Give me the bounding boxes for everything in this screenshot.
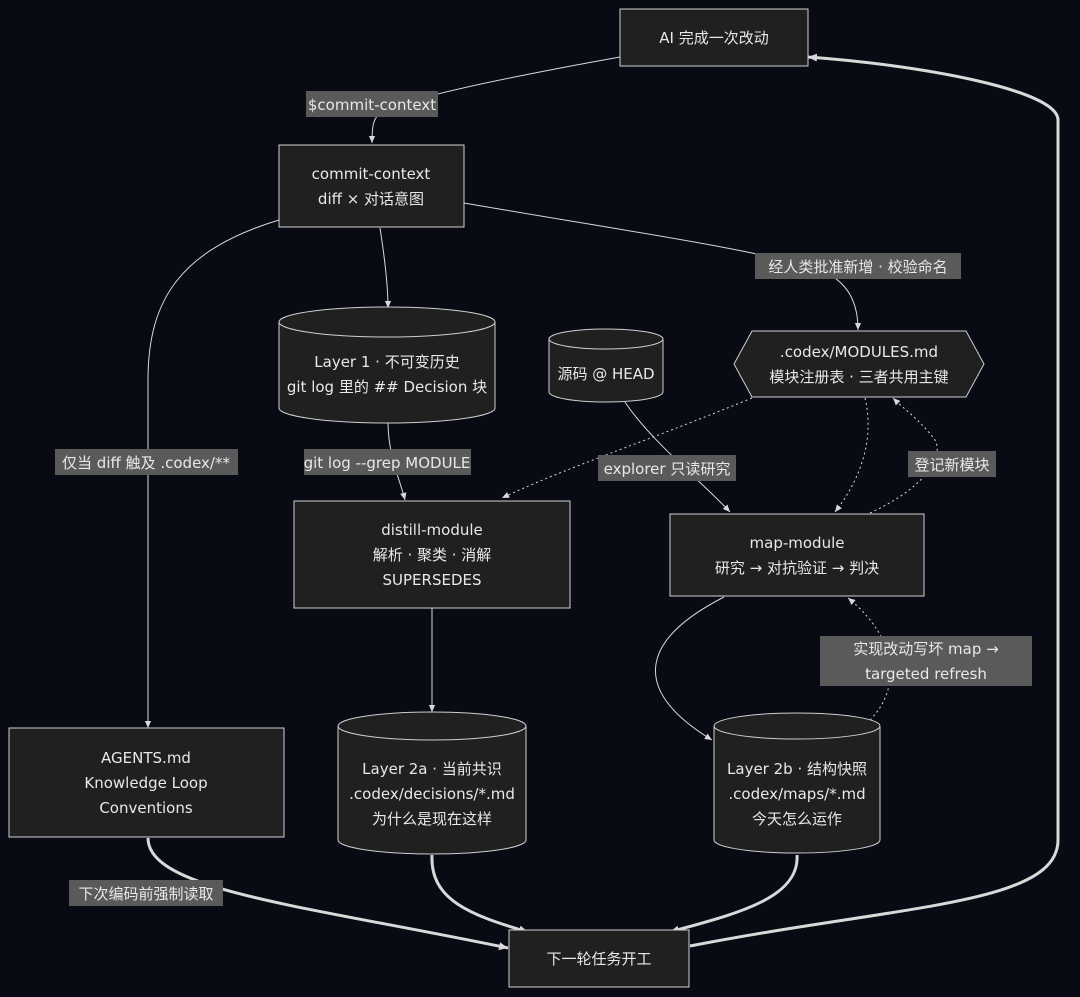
svg-text:下次编码前强制读取: 下次编码前强制读取 — [78, 885, 213, 903]
svg-text:git log --grep MODULE: git log --grep MODULE — [304, 454, 471, 472]
svg-text:模块注册表 · 三者共用主键: 模块注册表 · 三者共用主键 — [769, 368, 948, 386]
svg-text:AGENTS.md: AGENTS.md — [101, 749, 191, 767]
edge-labels: $commit-context 经人类批准新增 · 校验命名 仅当 diff 触… — [55, 91, 1032, 906]
label-force-read: 下次编码前强制读取 — [69, 880, 223, 906]
svg-text:diff × 对话意图: diff × 对话意图 — [318, 190, 424, 208]
svg-text:distill-module: distill-module — [381, 521, 483, 539]
svg-text:Layer 1 · 不可变历史: Layer 1 · 不可变历史 — [314, 353, 459, 371]
svg-text:git log 里的 ## Decision 块: git log 里的 ## Decision 块 — [287, 378, 487, 396]
svg-text:AI 完成一次改动: AI 完成一次改动 — [659, 29, 768, 47]
svg-text:下一轮任务开工: 下一轮任务开工 — [546, 950, 651, 968]
node-layer2b[interactable]: Layer 2b · 结构快照 .codex/maps/*.md 今天怎么运作 — [713, 712, 881, 854]
svg-text:Knowledge Loop: Knowledge Loop — [84, 774, 207, 792]
node-layer1[interactable]: Layer 1 · 不可变历史 git log 里的 ## Decision 块 — [278, 306, 496, 424]
svg-text:map-module: map-module — [750, 534, 845, 552]
svg-text:今天怎么运作: 今天怎么运作 — [752, 810, 842, 828]
svg-text:.codex/decisions/*.md: .codex/decisions/*.md — [349, 785, 515, 803]
svg-text:为什么是现在这样: 为什么是现在这样 — [372, 810, 492, 828]
node-next-round[interactable]: 下一轮任务开工 — [508, 929, 690, 988]
label-only-codex: 仅当 diff 触及 .codex/** — [55, 449, 238, 475]
svg-text:Layer 2b · 结构快照: Layer 2b · 结构快照 — [727, 760, 867, 778]
svg-text:SUPERSEDES: SUPERSEDES — [383, 571, 482, 589]
label-explorer-read: explorer 只读研究 — [598, 455, 736, 481]
node-distill-module[interactable]: distill-module 解析 · 聚类 · 消解 SUPERSEDES — [293, 500, 571, 609]
svg-text:研究 → 对抗验证 → 判决: 研究 → 对抗验证 → 判决 — [715, 559, 879, 577]
svg-text:.codex/MODULES.md: .codex/MODULES.md — [780, 343, 938, 361]
svg-text:经人类批准新增 · 校验命名: 经人类批准新增 · 校验命名 — [768, 258, 947, 276]
svg-text:解析 · 聚类 · 消解: 解析 · 聚类 · 消解 — [373, 546, 492, 564]
edge-layer2b-to-next — [669, 854, 799, 934]
node-ai-change[interactable]: AI 完成一次改动 — [619, 8, 809, 67]
node-agents-md[interactable]: AGENTS.md Knowledge Loop Conventions — [8, 727, 285, 838]
label-targeted-refresh: 实现改动写坏 map → targeted refresh — [820, 636, 1032, 686]
svg-text:commit-context: commit-context — [312, 165, 431, 183]
edge-map-to-modules — [869, 397, 938, 514]
edge-commit-to-agents — [144, 219, 280, 728]
node-commit-context[interactable]: commit-context diff × 对话意图 — [278, 144, 465, 228]
node-map-module[interactable]: map-module 研究 → 对抗验证 → 判决 — [669, 513, 925, 597]
label-grep-module: git log --grep MODULE — [304, 449, 471, 475]
edge-modules-to-distill — [501, 397, 753, 499]
edge-layer2a-to-next — [430, 854, 529, 934]
node-modules-md[interactable]: .codex/MODULES.md 模块注册表 · 三者共用主键 — [733, 330, 985, 398]
svg-text:源码 @ HEAD: 源码 @ HEAD — [557, 365, 654, 383]
edge-commit-to-layer1 — [379, 227, 392, 309]
svg-text:Conventions: Conventions — [99, 799, 193, 817]
svg-text:.codex/maps/*.md: .codex/maps/*.md — [728, 785, 865, 803]
label-register-module: 登记新模块 — [908, 451, 996, 477]
edge-next-to-ai — [689, 53, 1060, 948]
svg-text:仅当 diff 触及 .codex/**: 仅当 diff 触及 .codex/** — [62, 454, 230, 472]
label-human-approve: 经人类批准新增 · 校验命名 — [755, 253, 961, 279]
nodes: AI 完成一次改动 commit-context diff × 对话意图 Lay… — [8, 8, 985, 988]
edge-map-to-layer2b — [655, 596, 725, 741]
svg-text:explorer 只读研究: explorer 只读研究 — [604, 460, 731, 478]
edge-modules-to-map — [834, 397, 869, 513]
svg-text:Layer 2a · 当前共识: Layer 2a · 当前共识 — [362, 760, 502, 778]
svg-text:实现改动写坏 map →: 实现改动写坏 map → — [853, 640, 998, 658]
node-layer2a[interactable]: Layer 2a · 当前共识 .codex/decisions/*.md 为什… — [337, 711, 527, 855]
edge-agents-to-next — [146, 837, 509, 951]
node-source-head[interactable]: 源码 @ HEAD — [548, 328, 664, 403]
label-commit-cmd: $commit-context — [306, 91, 438, 117]
svg-text:登记新模块: 登记新模块 — [914, 456, 989, 474]
svg-text:$commit-context: $commit-context — [308, 96, 436, 114]
svg-text:targeted refresh: targeted refresh — [865, 665, 987, 683]
